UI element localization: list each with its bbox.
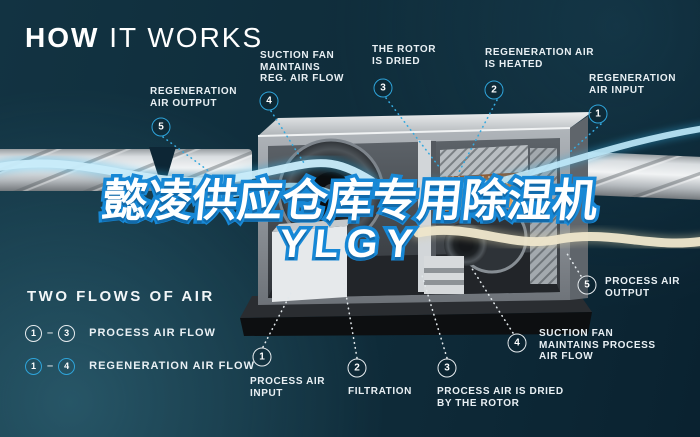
callout-rotor-dried: THE ROTOR IS DRIED xyxy=(372,44,436,67)
legend-badge-from: 1 xyxy=(25,324,42,342)
step-badge-proc-4: 4 xyxy=(507,333,527,353)
step-badge-proc-1: 1 xyxy=(252,347,272,367)
legend-row-regeneration: 1 – 4 REGENERATION AIR FLOW xyxy=(25,356,255,376)
callout-line: REGENERATION AIR xyxy=(485,47,595,58)
step-badge-regen-1: 1 xyxy=(588,104,608,124)
legend-badge-to: 3 xyxy=(58,324,76,342)
callout-process-air-input: PROCESS AIR INPUT xyxy=(250,376,325,399)
callout-line: INPUT xyxy=(250,387,283,399)
leader-regen-4 xyxy=(270,110,305,164)
leader-proc-3 xyxy=(420,271,448,359)
page-title-bold: HOW xyxy=(25,22,100,53)
air-flow-ribbons xyxy=(0,122,700,251)
callout-line: AIR INPUT xyxy=(589,84,645,96)
callout-line: AIR FLOW xyxy=(539,351,594,362)
legend-dash: – xyxy=(47,360,54,372)
callout-line: REG. AIR FLOW xyxy=(260,73,345,84)
page-title-rest: IT WORKS xyxy=(99,22,264,53)
leader-regen-2 xyxy=(458,99,498,173)
legend-dash: – xyxy=(47,327,54,339)
callout-line: FILTRATION xyxy=(348,386,412,397)
callout-line: IS HEATED xyxy=(485,58,543,70)
page-title: HOW IT WORKS xyxy=(25,22,263,54)
leader-regen-1 xyxy=(569,123,602,153)
leader-proc-4 xyxy=(470,266,514,334)
callout-line: BY THE ROTOR xyxy=(437,397,520,409)
callout-line: PROCESS AIR xyxy=(605,276,681,287)
callout-filtration: FILTRATION xyxy=(348,386,412,398)
legend-title: TWO FLOWS OF AIR xyxy=(27,288,215,305)
callout-line: SUCTION FAN xyxy=(539,328,614,339)
callout-suction-fan-reg: SUCTION FAN MAINTAINS REG. AIR FLOW xyxy=(260,50,344,85)
legend-label: REGENERATION AIR FLOW xyxy=(89,360,255,372)
callout-line: PROCESS AIR IS DRIED xyxy=(437,386,564,397)
step-badge-regen-4: 4 xyxy=(259,91,279,111)
callout-line: MAINTAINS xyxy=(260,61,321,73)
step-badge-proc-3: 3 xyxy=(437,358,457,378)
machine-body xyxy=(257,112,592,305)
regen-input-ribbon xyxy=(430,125,700,189)
regen-flow-ribbon-2 xyxy=(175,182,335,201)
right-regeneration-duct xyxy=(565,151,700,200)
leader-proc-1 xyxy=(262,290,293,348)
callout-regeneration-air-input: REGENERATION AIR INPUT xyxy=(589,73,676,96)
step-badge-regen-5: 5 xyxy=(151,117,171,137)
leader-regen-3 xyxy=(385,97,441,169)
legend-row-process: 1 – 3 PROCESS AIR FLOW xyxy=(25,323,216,343)
callout-line: MAINTAINS PROCESS xyxy=(539,339,656,351)
filtration-unit xyxy=(424,256,464,294)
callout-line: AIR OUTPUT xyxy=(150,97,218,109)
step-badge-regen-2: 2 xyxy=(484,80,504,100)
regen-flow-ribbon xyxy=(0,159,376,186)
callout-process-dried-by-rotor: PROCESS AIR IS DRIED BY THE ROTOR xyxy=(437,386,564,409)
callout-line: PROCESS AIR xyxy=(250,376,326,387)
divider-shadow xyxy=(431,141,436,291)
legend-badge-from: 1 xyxy=(25,357,42,375)
step-badge-proc-5: 5 xyxy=(577,275,597,295)
process-flow-ribbon xyxy=(413,225,700,248)
legend-badge-to: 4 xyxy=(58,357,76,375)
callout-line: OUTPUT xyxy=(605,287,650,299)
legend-label: PROCESS AIR FLOW xyxy=(89,327,216,339)
callout-line: IS DRIED xyxy=(372,55,421,67)
machine-top-face xyxy=(258,112,592,136)
step-badge-proc-2: 2 xyxy=(347,358,367,378)
callout-line: SUCTION FAN xyxy=(260,50,335,61)
callout-line: THE ROTOR xyxy=(372,44,437,55)
callout-leader-lines xyxy=(162,97,602,359)
duct-outlet-notch xyxy=(149,147,176,191)
leader-proc-5 xyxy=(565,251,582,277)
leader-regen-5 xyxy=(162,136,211,173)
callout-line: REGENERATION xyxy=(589,73,677,84)
callout-regeneration-air-output: REGENERATION AIR OUTPUT xyxy=(150,86,237,109)
interior-cabinet xyxy=(272,226,347,302)
divider-panel xyxy=(418,140,431,292)
callout-line: REGENERATION xyxy=(150,86,238,97)
callout-process-air-output: PROCESS AIR OUTPUT xyxy=(605,276,680,299)
leader-proc-2 xyxy=(342,276,358,359)
step-badge-regen-3: 3 xyxy=(373,78,393,98)
callout-suction-fan-process: SUCTION FAN MAINTAINS PROCESS AIR FLOW xyxy=(539,328,656,363)
callout-regeneration-heated: REGENERATION AIR IS HEATED xyxy=(485,47,594,70)
